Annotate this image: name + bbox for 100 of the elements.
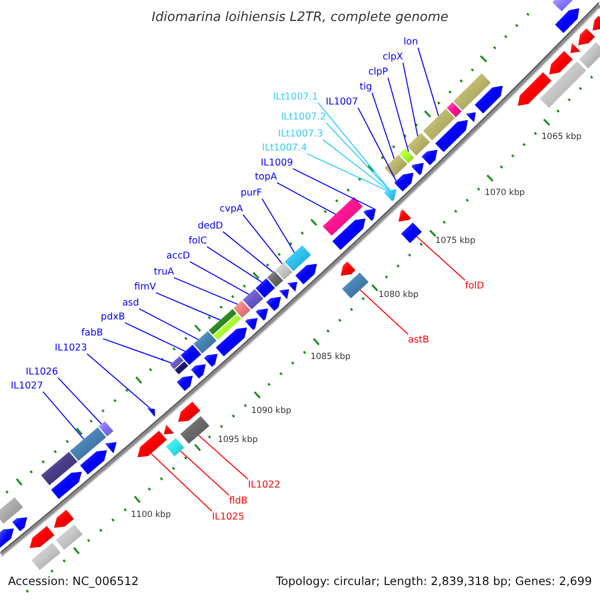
gene-block	[166, 438, 184, 456]
scale-label: 1085 kbp	[310, 352, 351, 362]
leader-line	[360, 289, 408, 335]
pointed-gene-block	[384, 189, 396, 202]
gene-block	[322, 197, 363, 236]
leader-line	[292, 168, 375, 210]
gene-label: asd	[122, 297, 139, 309]
pointed-gene-block	[592, 16, 600, 30]
gene-block	[56, 524, 83, 550]
pointed-gene-block	[80, 450, 107, 474]
gene-block	[170, 356, 184, 370]
gene-block	[214, 314, 242, 340]
leader-line	[276, 182, 336, 215]
gene-label: pdxB	[100, 311, 125, 323]
pointed-gene-block	[518, 72, 552, 106]
pointed-gene-block	[216, 328, 247, 356]
gene-block	[401, 222, 422, 244]
gene-label: cvpA	[220, 203, 243, 215]
pointed-gene-block	[164, 424, 174, 434]
gene-block	[0, 497, 23, 524]
pointed-gene-block	[12, 517, 28, 532]
gene-block	[208, 309, 236, 335]
gene-block	[180, 416, 210, 444]
gene-block	[180, 344, 202, 365]
leader-line	[206, 246, 262, 283]
gene-block	[275, 262, 292, 280]
pointed-gene-block	[435, 120, 468, 152]
pointed-gene-block	[51, 472, 82, 499]
leader-line	[86, 353, 151, 409]
gene-block	[267, 270, 284, 288]
gene-label: astB	[408, 334, 430, 346]
pointed-gene-block	[549, 50, 573, 74]
pointed-gene-block	[340, 262, 356, 276]
leader-line	[180, 450, 230, 496]
gene-label: IL1022	[248, 479, 280, 491]
scale-label: 1065 kbp	[542, 132, 582, 142]
leader-line	[174, 277, 238, 305]
gene-label: truA	[154, 266, 174, 278]
scale-label: 1095 kbp	[218, 435, 258, 446]
gene-label: clpX	[382, 51, 403, 63]
gene-label: lon	[404, 36, 418, 48]
gene-block	[384, 154, 408, 178]
leader-line	[242, 214, 283, 264]
pointed-gene-block	[266, 296, 281, 311]
pointed-gene-block	[570, 43, 580, 54]
gene-label: ILt1007.2	[280, 111, 326, 123]
gene-label: tig	[360, 81, 372, 93]
gene-block	[242, 289, 264, 310]
gene-block	[423, 108, 455, 140]
pointed-gene-block	[30, 526, 54, 548]
leader-line	[306, 153, 388, 192]
leader-line	[42, 391, 84, 440]
pointed-gene-block	[394, 172, 414, 192]
gene-block	[399, 148, 414, 164]
gene-block	[233, 300, 250, 318]
gene-block	[174, 361, 188, 374]
pointed-gene-block	[411, 162, 424, 176]
gene-label: IL1025	[212, 511, 244, 523]
diagram-title: Idiomarina loihiensis L2TR, complete genome	[152, 10, 448, 26]
leader-line	[358, 107, 397, 182]
gene-block	[70, 427, 106, 461]
scale-label: 1100 kbp	[130, 510, 171, 521]
pointed-gene-block	[578, 28, 595, 46]
gene-label: IL1027	[10, 380, 43, 392]
leader-line	[198, 434, 248, 480]
pointed-gene-block	[54, 510, 74, 528]
leader-line	[402, 62, 418, 137]
scale-label: 1075 kbp	[435, 236, 476, 246]
gene-label: IL1007	[326, 96, 358, 108]
pointed-gene-block	[0, 528, 14, 548]
leader-line	[58, 377, 102, 425]
pointed-gene-block	[332, 218, 366, 250]
pointed-gene-block	[422, 150, 438, 166]
leader-line	[372, 92, 395, 160]
leader-line	[156, 292, 221, 320]
leader-line	[418, 47, 439, 116]
pointed-gene-block	[279, 289, 290, 300]
gene-label: folC	[188, 235, 207, 247]
gene-label: IL1026	[26, 366, 58, 378]
leader-line	[124, 322, 186, 352]
pointed-gene-block	[363, 208, 376, 221]
leader-line	[326, 122, 390, 191]
scale-label: 1070 kbp	[484, 188, 525, 198]
gene-label: fldB	[229, 495, 248, 507]
gene-block	[31, 542, 61, 570]
gene-label: ILt1007.1	[272, 91, 318, 103]
gene-label: ILt1007.4	[262, 142, 307, 154]
leader-line	[190, 261, 250, 295]
pointed-gene-block	[398, 209, 411, 222]
gene-block	[446, 102, 462, 118]
leader-line	[318, 102, 390, 191]
gene-label: fimV	[134, 281, 156, 293]
pointed-gene-block	[191, 364, 206, 378]
leader-line	[102, 338, 172, 364]
pointed-gene-block	[245, 318, 258, 330]
gene-block	[284, 245, 311, 272]
pointed-gene-block	[147, 408, 155, 417]
gene-block	[453, 73, 491, 110]
gene-block	[256, 278, 275, 298]
accession-text: Accession: NC_006512	[6, 575, 141, 589]
